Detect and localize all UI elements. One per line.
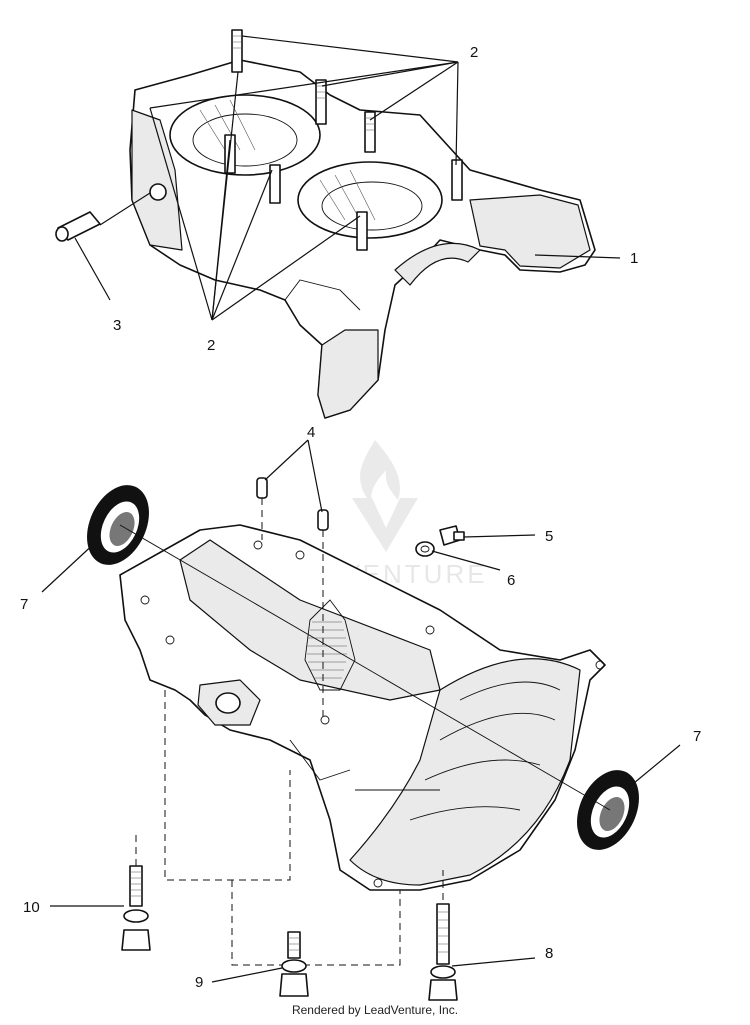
callout-7-left: 7 [20,596,28,613]
dowel-pins-small [256,477,329,531]
bolt-9 [279,931,309,997]
callout-10: 10 [23,899,40,916]
callout-5: 5 [545,528,553,545]
oil-seal-left [87,485,149,565]
footer-credit: Rendered by LeadVenture, Inc. [291,1003,459,1017]
oil-seal-right [577,770,639,850]
callout-2-top: 2 [470,44,478,61]
callout-2-bottom: 2 [207,337,215,354]
callout-1: 1 [630,250,638,267]
callout-labels: 1 2 2 3 4 5 6 7 7 8 9 10 [20,44,701,991]
callout-6: 6 [507,572,515,589]
washer [415,541,435,557]
leader-lines [41,35,681,983]
bolt-8 [428,903,458,1001]
callout-7-right: 7 [693,728,701,745]
dowel-pin [55,211,101,242]
small-bolt [439,525,465,546]
callout-3: 3 [113,317,121,334]
callout-8: 8 [545,945,553,962]
callout-9: 9 [195,974,203,991]
callout-4: 4 [307,424,315,441]
lower-crankcase [119,524,606,966]
bolt-10 [121,865,151,951]
